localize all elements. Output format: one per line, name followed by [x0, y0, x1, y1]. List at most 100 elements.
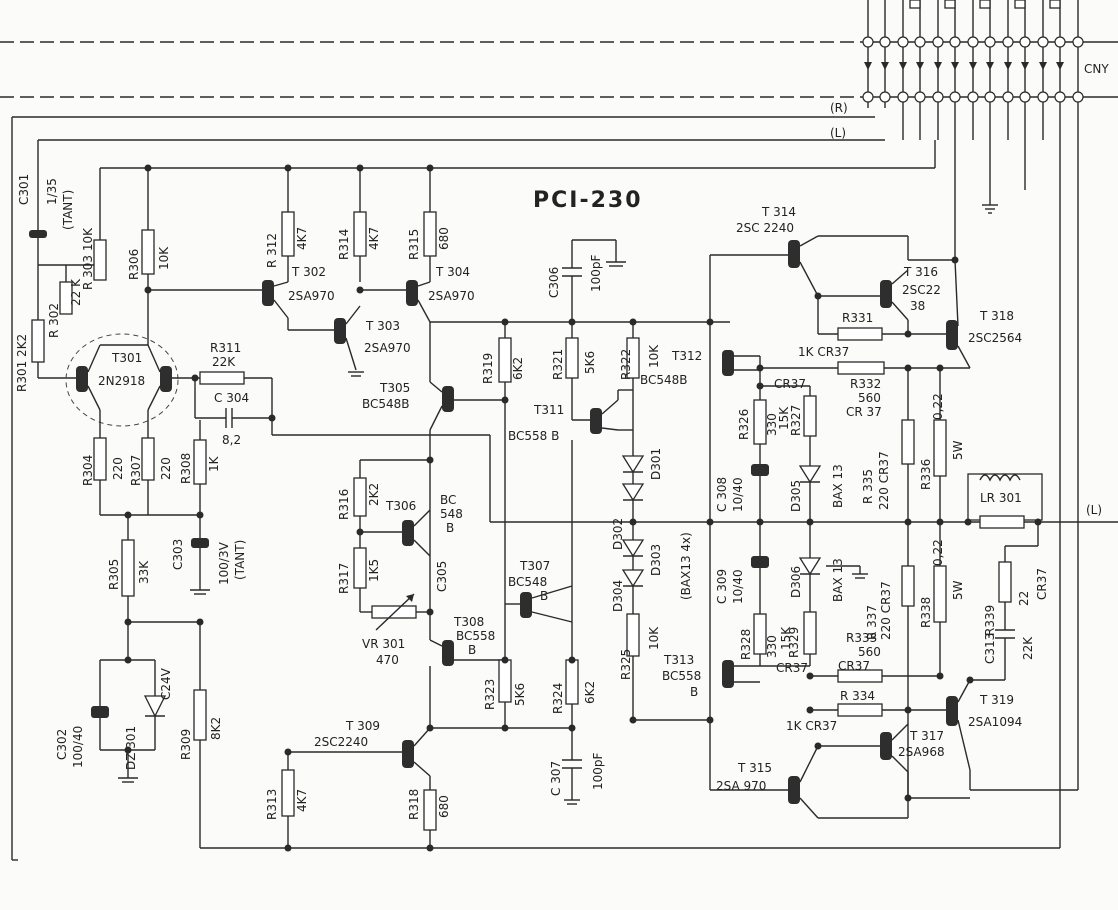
r327-type: CR37 [774, 377, 806, 391]
input-stage: C301 1/35 (TANT) R 303 10K R 302 22 K R3… [15, 168, 273, 848]
board-title: PCI-230 [533, 188, 643, 213]
r313-label: R313 [265, 789, 279, 820]
r332-label: R332 [850, 377, 881, 391]
t304-label: T 304 [435, 265, 470, 279]
t309-label: T 309 [345, 719, 380, 733]
r328-label: R328 [739, 629, 753, 660]
c309-value: 10/40 [731, 569, 745, 604]
lr301-coil [979, 474, 1021, 482]
t305-type: BC548B [362, 397, 410, 411]
t319-label: T 319 [979, 693, 1014, 707]
r321-resistor [565, 337, 579, 379]
r331-resistor [837, 327, 883, 341]
r316-value: 2K2 [367, 483, 381, 506]
t312-body [722, 350, 734, 376]
c313-value: 22K [1021, 636, 1035, 660]
r337-label: R 337 [865, 605, 879, 640]
r329-resistor [803, 611, 817, 655]
t308-type-suffix: B [468, 643, 476, 657]
t303-type: 2SA970 [364, 341, 411, 355]
r331-value: 1K CR37 [798, 345, 849, 359]
t301-dual-transistor-outline [65, 333, 179, 427]
r337-resistor [901, 565, 915, 607]
r325-label: R325 [619, 649, 633, 680]
t318-label: T 318 [979, 309, 1014, 323]
t317-body [880, 732, 892, 760]
r322-value: 10K [647, 344, 661, 368]
c308-capacitor [751, 464, 769, 476]
t316-type: 2SC22 [902, 283, 941, 297]
c309-label: C 309 [715, 569, 729, 604]
r306-value: 10K [157, 246, 171, 270]
r301-resistor [31, 319, 45, 363]
c303-value: 100/3V [217, 541, 231, 585]
r315-resistor [423, 211, 437, 257]
t303-body [334, 318, 346, 344]
r338-power: 5W [951, 580, 965, 600]
junction-nodes [124, 164, 1042, 852]
t317-label: T 317 [909, 729, 944, 743]
t319-type: 2SA1094 [968, 715, 1022, 729]
t305-body [442, 386, 454, 412]
vr301-value: 470 [376, 653, 399, 667]
d306-label: D306 [789, 566, 803, 598]
c306-value: 100pF [589, 254, 603, 292]
t304-type: 2SA970 [428, 289, 475, 303]
r315-label: R315 [407, 229, 421, 260]
c304-label: C 304 [214, 391, 249, 405]
t302-body [262, 280, 274, 306]
r325-value: 10K [647, 626, 661, 650]
r303-label: R 303 10K [81, 227, 95, 290]
bias-driver-stage: R319 6K2 C306 100pF R321 5K6 R322 10K T3… [481, 239, 760, 805]
t312-label: T312 [671, 349, 702, 363]
r326-label: R326 [737, 409, 751, 440]
r314-value: 4K7 [367, 227, 381, 250]
r338-label: R338 [919, 597, 933, 628]
r337-value: 220 CR37 [879, 581, 893, 640]
r305-value: 33K [137, 560, 151, 584]
r334-label: R 334 [840, 689, 875, 703]
r326-value: 330 [765, 413, 779, 436]
r336-resistor [933, 419, 947, 477]
t302-type: 2SA970 [288, 289, 335, 303]
t311-type: BC558 B [508, 429, 559, 443]
r307-label: R307 [129, 455, 143, 486]
d303-label: D303 [649, 544, 663, 576]
t313-body [722, 660, 734, 688]
r334-resistor [837, 703, 883, 717]
r316-resistor [353, 477, 367, 517]
r309-value: 8K2 [209, 717, 223, 740]
t306-type-1: BC [440, 493, 456, 507]
t313-label: T313 [663, 653, 694, 667]
r324-label: R324 [551, 683, 565, 714]
r333-type: CR37 [838, 659, 870, 673]
r322-label: R322 [619, 349, 633, 380]
r304-value: 220 [111, 457, 125, 480]
r336-power: 5W [951, 440, 965, 460]
r302-value: 22 K [69, 278, 83, 306]
r312-label: R 312 [265, 233, 279, 268]
vr301-label: VR 301 [362, 637, 405, 651]
c313-label: C313 [983, 633, 997, 664]
t314-label: T 314 [761, 205, 796, 219]
d302-diode [621, 483, 645, 502]
t302-label: T 302 [291, 265, 326, 279]
c303-label: C303 [171, 539, 185, 570]
output-stage: T 314 2SC 2240 T 316 2SC22 38 R331 1K CR… [709, 205, 1102, 819]
d301-label: D301 [649, 448, 663, 480]
r334-value: 1K CR37 [786, 719, 837, 733]
r336-label: R336 [919, 459, 933, 490]
voltage-amp-stage: R 312 4K7 R314 4K7 R315 680 T 302 2SA970… [262, 168, 1118, 848]
r327-resistor [803, 395, 817, 437]
r327-label: R327 [789, 405, 803, 436]
c307-label: C 307 [549, 761, 563, 796]
r323-resistor [498, 659, 512, 703]
t301-type: 2N2918 [98, 374, 145, 388]
diode-series-note: (BAX13 4x) [679, 532, 693, 600]
r338-value: 0,22 [931, 539, 945, 566]
r304-label: R304 [81, 455, 95, 486]
r306-resistor [141, 229, 155, 275]
r318-label: R318 [407, 789, 421, 820]
r306-label: R306 [127, 249, 141, 280]
r336-value: 0,22 [931, 393, 945, 420]
